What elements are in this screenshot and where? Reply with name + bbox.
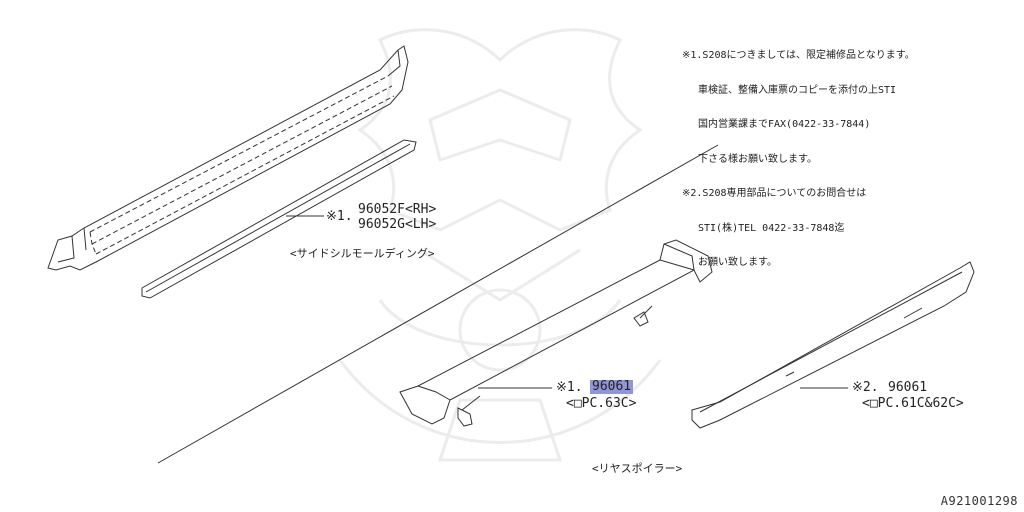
notes-block: ※1.S208につきましては、限定補修品となります。 車検証、整備入庫票のコピー… bbox=[682, 27, 915, 280]
side-sill-part-lh[interactable]: 96052G<LH> bbox=[358, 217, 437, 232]
note-1-mark: ※1. bbox=[682, 50, 703, 61]
side-sill-molding-drawing bbox=[141, 139, 417, 299]
note-1-text-1: S208につきましては、限定補修品となります。 bbox=[702, 50, 915, 61]
note-1-line-3: 国内営業課までFAX(0422-33-7844) bbox=[698, 119, 871, 130]
note-1-line-4: 下さる様お願い致します。 bbox=[698, 153, 817, 165]
rear-spoiler-caption: <リヤスポイラー> bbox=[592, 462, 683, 475]
rear-spoiler-1-part[interactable]: 96061 bbox=[590, 379, 634, 394]
rear-spoiler-wing-drawing bbox=[399, 239, 713, 427]
note-2-line-1: ※2.S208専用部品についてのお問合せは bbox=[682, 188, 915, 200]
note-2-mark: ※2. bbox=[682, 188, 703, 199]
note-1-line-2: 車検証、整備入庫票のコピーを添付の上STI bbox=[698, 84, 897, 96]
note-2-line-2: STI(株)TEL 0422-33-7848迄 bbox=[698, 222, 845, 234]
divider-line bbox=[157, 144, 719, 464]
side-sill-caption: <サイドシルモールディング> bbox=[290, 247, 435, 260]
rear-spoiler-2-part[interactable]: 96061 bbox=[888, 380, 928, 395]
note-1-line-1: ※1.S208につきましては、限定補修品となります。 bbox=[682, 50, 915, 62]
rear-spoiler-lip-drawing bbox=[691, 261, 975, 429]
note-2-text-1: S208専用部品についてのお問合せは bbox=[702, 188, 867, 199]
side-sill-part-rh[interactable]: 96052F<RH> bbox=[358, 202, 437, 217]
rear-spoiler-2-mark: ※2. bbox=[852, 380, 879, 395]
side-sill-panel-drawing bbox=[47, 45, 409, 271]
rear-spoiler-1-variant: <□PC.63C> bbox=[566, 396, 637, 411]
note-2-line-3: お願い致します。 bbox=[698, 257, 777, 268]
rear-spoiler-1-mark: ※1. bbox=[556, 380, 583, 395]
rear-spoiler-2-variant: <□PC.61C&62C> bbox=[862, 396, 964, 411]
side-sill-mark: ※1. bbox=[326, 209, 353, 224]
watermark-emblem bbox=[338, 28, 662, 462]
figure-reference: A921001298 bbox=[940, 494, 1018, 508]
